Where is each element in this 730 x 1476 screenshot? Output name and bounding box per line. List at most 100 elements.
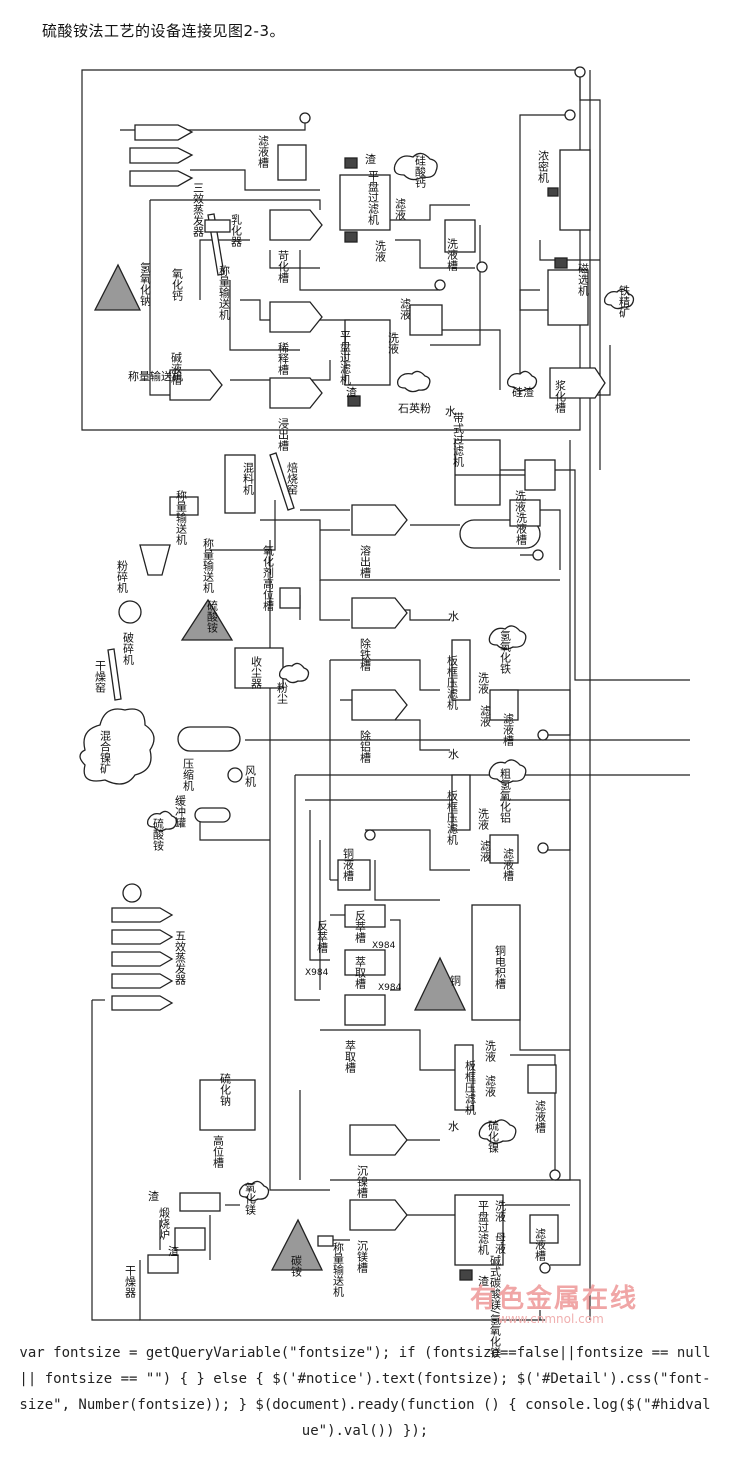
dryer-bottom (147, 1254, 179, 1274)
label-extract-2: 萃取槽 (344, 1040, 357, 1074)
label-weigh-bottom: 称量输送机 (332, 1241, 345, 1297)
label-mother: 母液 (494, 1232, 507, 1255)
copper-liquor-tank (337, 829, 376, 891)
wash-tank-mid (509, 459, 556, 561)
dust-collector (234, 647, 284, 689)
label-crusher: 破碎机 (122, 631, 135, 665)
label-filtrate-4: 滤液 (479, 840, 492, 863)
label-dust: 粉尘 (276, 682, 289, 704)
label-amm-bicarb: 碳铵 (290, 1254, 303, 1278)
flat-filter-mid (344, 319, 391, 407)
aluminum-removal-tank (351, 689, 408, 721)
extraction-tank-2 (344, 994, 386, 1026)
filtrate-tank-bottom (529, 1214, 559, 1274)
label-plate-press-fe: 板框压滤机 (446, 654, 459, 710)
thickener (547, 66, 591, 231)
oxidant-high-tank (279, 587, 301, 609)
label-amm-sulfate-1: 硫酸铵 (206, 599, 219, 634)
label-wash-7: 洗液 (494, 1200, 507, 1223)
label-calcium-silicate: 硅酸钙 (414, 155, 427, 188)
product-clouds (79, 152, 635, 1202)
watermark-url: www.cnmnol.com (498, 1312, 604, 1326)
label-wash-3: 洗液 (514, 490, 527, 513)
label-water-1: 水 (445, 405, 456, 418)
label-digest-tank: 苛化槽 (277, 249, 290, 284)
label-x984-3: X984 (378, 983, 402, 993)
dilute-tank (269, 301, 323, 333)
label-slag-bottom-3: 渣 (478, 1274, 489, 1288)
label-amm-sulfate-2: 硫酸铵 (152, 817, 165, 852)
label-slurry-tank: 浆化槽 (554, 379, 567, 414)
label-filtrate-tank-ni: 滤液槽 (534, 1100, 547, 1134)
label-slag-mid: 渣 (346, 385, 357, 399)
label-wash-4: 洗液 (477, 672, 490, 695)
label-quartz: 石英粉 (398, 401, 431, 415)
label-slag-bottom-1: 渣 (148, 1189, 159, 1203)
label-filtrate-top: 滤液槽 (257, 135, 270, 169)
label-grinder: 粉碎机 (116, 560, 129, 593)
compressor (177, 726, 241, 752)
label-flat-filter-bottom: 平盘过滤机 (477, 1200, 490, 1255)
watermark: 有色金属在线 (470, 1284, 639, 1314)
mixer (224, 454, 256, 514)
label-extract-1: 萃取槽 (354, 956, 367, 990)
filtrate-tank-mid (409, 279, 446, 336)
label-fe-oh: 氢氧化铁 (499, 629, 512, 674)
page-caption: 硫酸铵法工艺的设备连接见图2-3。 (42, 22, 286, 40)
label-flat-filter-top: 平盘过滤机 (367, 170, 380, 225)
flat-filter-top (339, 157, 391, 243)
calciner (174, 1192, 221, 1251)
emulsifier (204, 213, 231, 276)
label-weigh-top: 称量输送机 (218, 264, 231, 320)
crusher (118, 600, 142, 624)
dissolve-tank (351, 504, 408, 536)
label-ni-ppt: 沉镍槽 (356, 1165, 369, 1199)
label-al-rm: 除铝槽 (359, 729, 372, 764)
label-wash-2: 洗液 (387, 332, 400, 355)
slurry-tank (549, 367, 606, 399)
label-dryer2: 干燥器 (124, 1265, 137, 1299)
label-weigh-mid: 称量输送机 (128, 369, 183, 383)
weigh-conveyor-left (169, 496, 199, 516)
fan (227, 767, 243, 783)
label-filtrate-1: 滤液 (394, 198, 407, 221)
label-iron-conc: 铁精矿 (618, 285, 631, 319)
digest-tank (269, 209, 323, 241)
grinder (139, 544, 171, 576)
label-filtrate-tank-bottom: 滤液槽 (534, 1228, 547, 1262)
weigh-conveyor-bottom (317, 1235, 334, 1247)
label-naoh: 氢氧化钠 (139, 261, 152, 306)
filtrate-tank-top (277, 112, 311, 181)
label-flat-filter-mid: 平盘过滤机 (339, 330, 352, 385)
label-cu-liquor: 铜液槽 (342, 847, 355, 882)
label-belt-filter: 带式过滤机 (452, 412, 465, 467)
flat-filter-bottom (454, 1194, 504, 1281)
label-filtrate-tank-al: 滤液槽 (502, 848, 515, 882)
label-leach-tank: 浸出槽 (277, 418, 290, 452)
label-emulsifier: 乳化器 (230, 214, 243, 248)
label-filtrate-2: 滤液 (399, 298, 412, 321)
label-roaster: 焙烧窑 (286, 461, 299, 496)
label-evap3: 三效蒸发器 (192, 182, 205, 238)
label-wash-tank-mid: 洗液槽 (515, 512, 528, 546)
label-x984-2: X984 (305, 968, 329, 978)
belt-filter (454, 439, 541, 549)
label-fan: 风机 (244, 765, 257, 787)
label-mixer: 混料机 (242, 462, 255, 495)
label-calciner: 煅烧炉 (158, 1206, 171, 1241)
dryer-kiln (107, 648, 122, 701)
label-filtrate-5: 滤液 (484, 1075, 497, 1098)
back-extraction-tank (344, 904, 386, 928)
plate-press-ni (454, 1044, 561, 1181)
label-weigh-left: 称量输送机 (175, 489, 188, 545)
iron-removal-tank (351, 597, 408, 629)
label-evap5: 五效蒸发器 (174, 930, 187, 986)
label-dryer: 干燥窑 (94, 660, 107, 694)
label-high-tank: 高位槽 (212, 1134, 225, 1169)
label-wash-5: 洗液 (477, 808, 490, 831)
label-basic-mg: 碱式碳酸镁/氢氧化镁 (489, 1255, 502, 1359)
label-silica-slag: 硅渣 (512, 385, 534, 399)
label-dilute-tank: 稀释槽 (277, 342, 290, 376)
copper-electrowinning-tank (471, 904, 521, 1021)
label-mg-ppt: 沉镁槽 (356, 1240, 369, 1274)
